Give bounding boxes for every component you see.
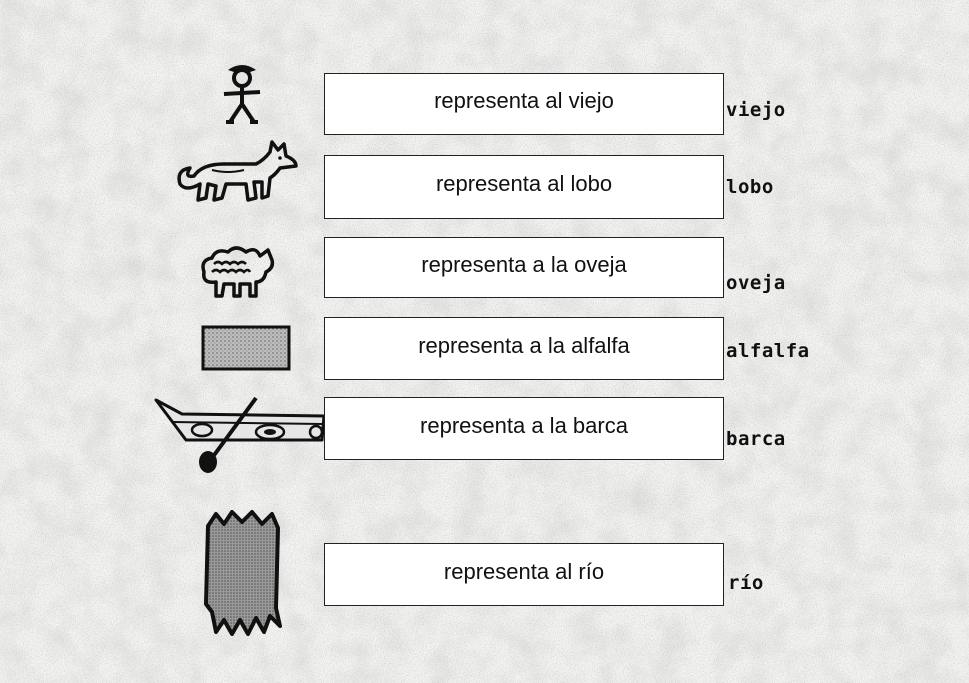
sheep-icon (201, 246, 275, 298)
caption-box-rio: representa al río (324, 543, 724, 606)
caption-text: representa al viejo (434, 88, 614, 113)
alfalfa-icon (201, 325, 291, 371)
caption-box-oveja: representa a la oveja (324, 237, 724, 298)
caption-box-barca: representa a la barca (324, 397, 724, 460)
caption-box-lobo: representa al lobo (324, 155, 724, 219)
word-lobo: lobo (726, 176, 774, 198)
old-man-icon (223, 65, 261, 124)
wolf-icon (177, 140, 298, 202)
word-barca: barca (726, 428, 786, 450)
boat-icon (154, 396, 326, 473)
word-viejo: viejo (726, 99, 786, 121)
caption-text: representa a la barca (420, 412, 628, 438)
river-icon (204, 510, 282, 636)
caption-box-viejo: representa al viejo (324, 73, 724, 135)
caption-text: representa a la alfalfa (418, 332, 630, 358)
caption-box-alfalfa: representa a la alfalfa (324, 317, 724, 380)
word-rio: río (728, 572, 764, 594)
caption-text: representa al río (443, 558, 605, 584)
word-oveja: oveja (726, 272, 786, 294)
caption-text: representa al lobo (435, 171, 613, 196)
word-alfalfa: alfalfa (726, 340, 810, 362)
caption-text: representa a la oveja (421, 251, 627, 277)
